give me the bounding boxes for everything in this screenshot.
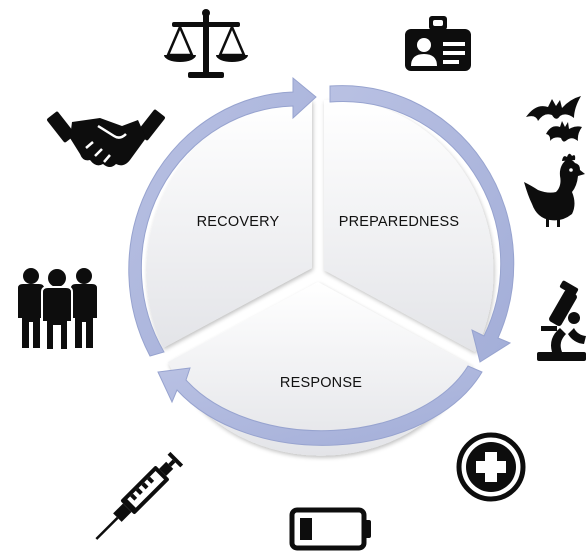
syringe-icon <box>95 451 184 540</box>
arrow-preparedness <box>329 85 515 363</box>
medical-cross-icon <box>456 432 526 502</box>
arrow-recovery <box>128 76 317 357</box>
sector-recovery <box>146 99 312 348</box>
arrow-response <box>157 365 483 446</box>
chicken-icon <box>524 153 585 227</box>
segment-label-response: RESPONSE <box>280 375 362 391</box>
sector-response <box>168 282 472 456</box>
segment-label-preparedness: PREPAREDNESS <box>339 214 460 230</box>
handshake-icon <box>47 109 165 167</box>
id-card-icon <box>405 16 471 71</box>
bats-icon <box>526 96 582 142</box>
cycle-arrows <box>128 76 515 446</box>
microscope-icon <box>537 280 586 361</box>
scales-of-justice-icon <box>164 9 248 78</box>
group-of-people-icon <box>18 268 97 351</box>
segment-label-recovery: RECOVERY <box>197 214 280 230</box>
cycle-sectors <box>146 99 494 456</box>
sector-preparedness <box>324 99 494 352</box>
battery-icon <box>289 507 371 551</box>
